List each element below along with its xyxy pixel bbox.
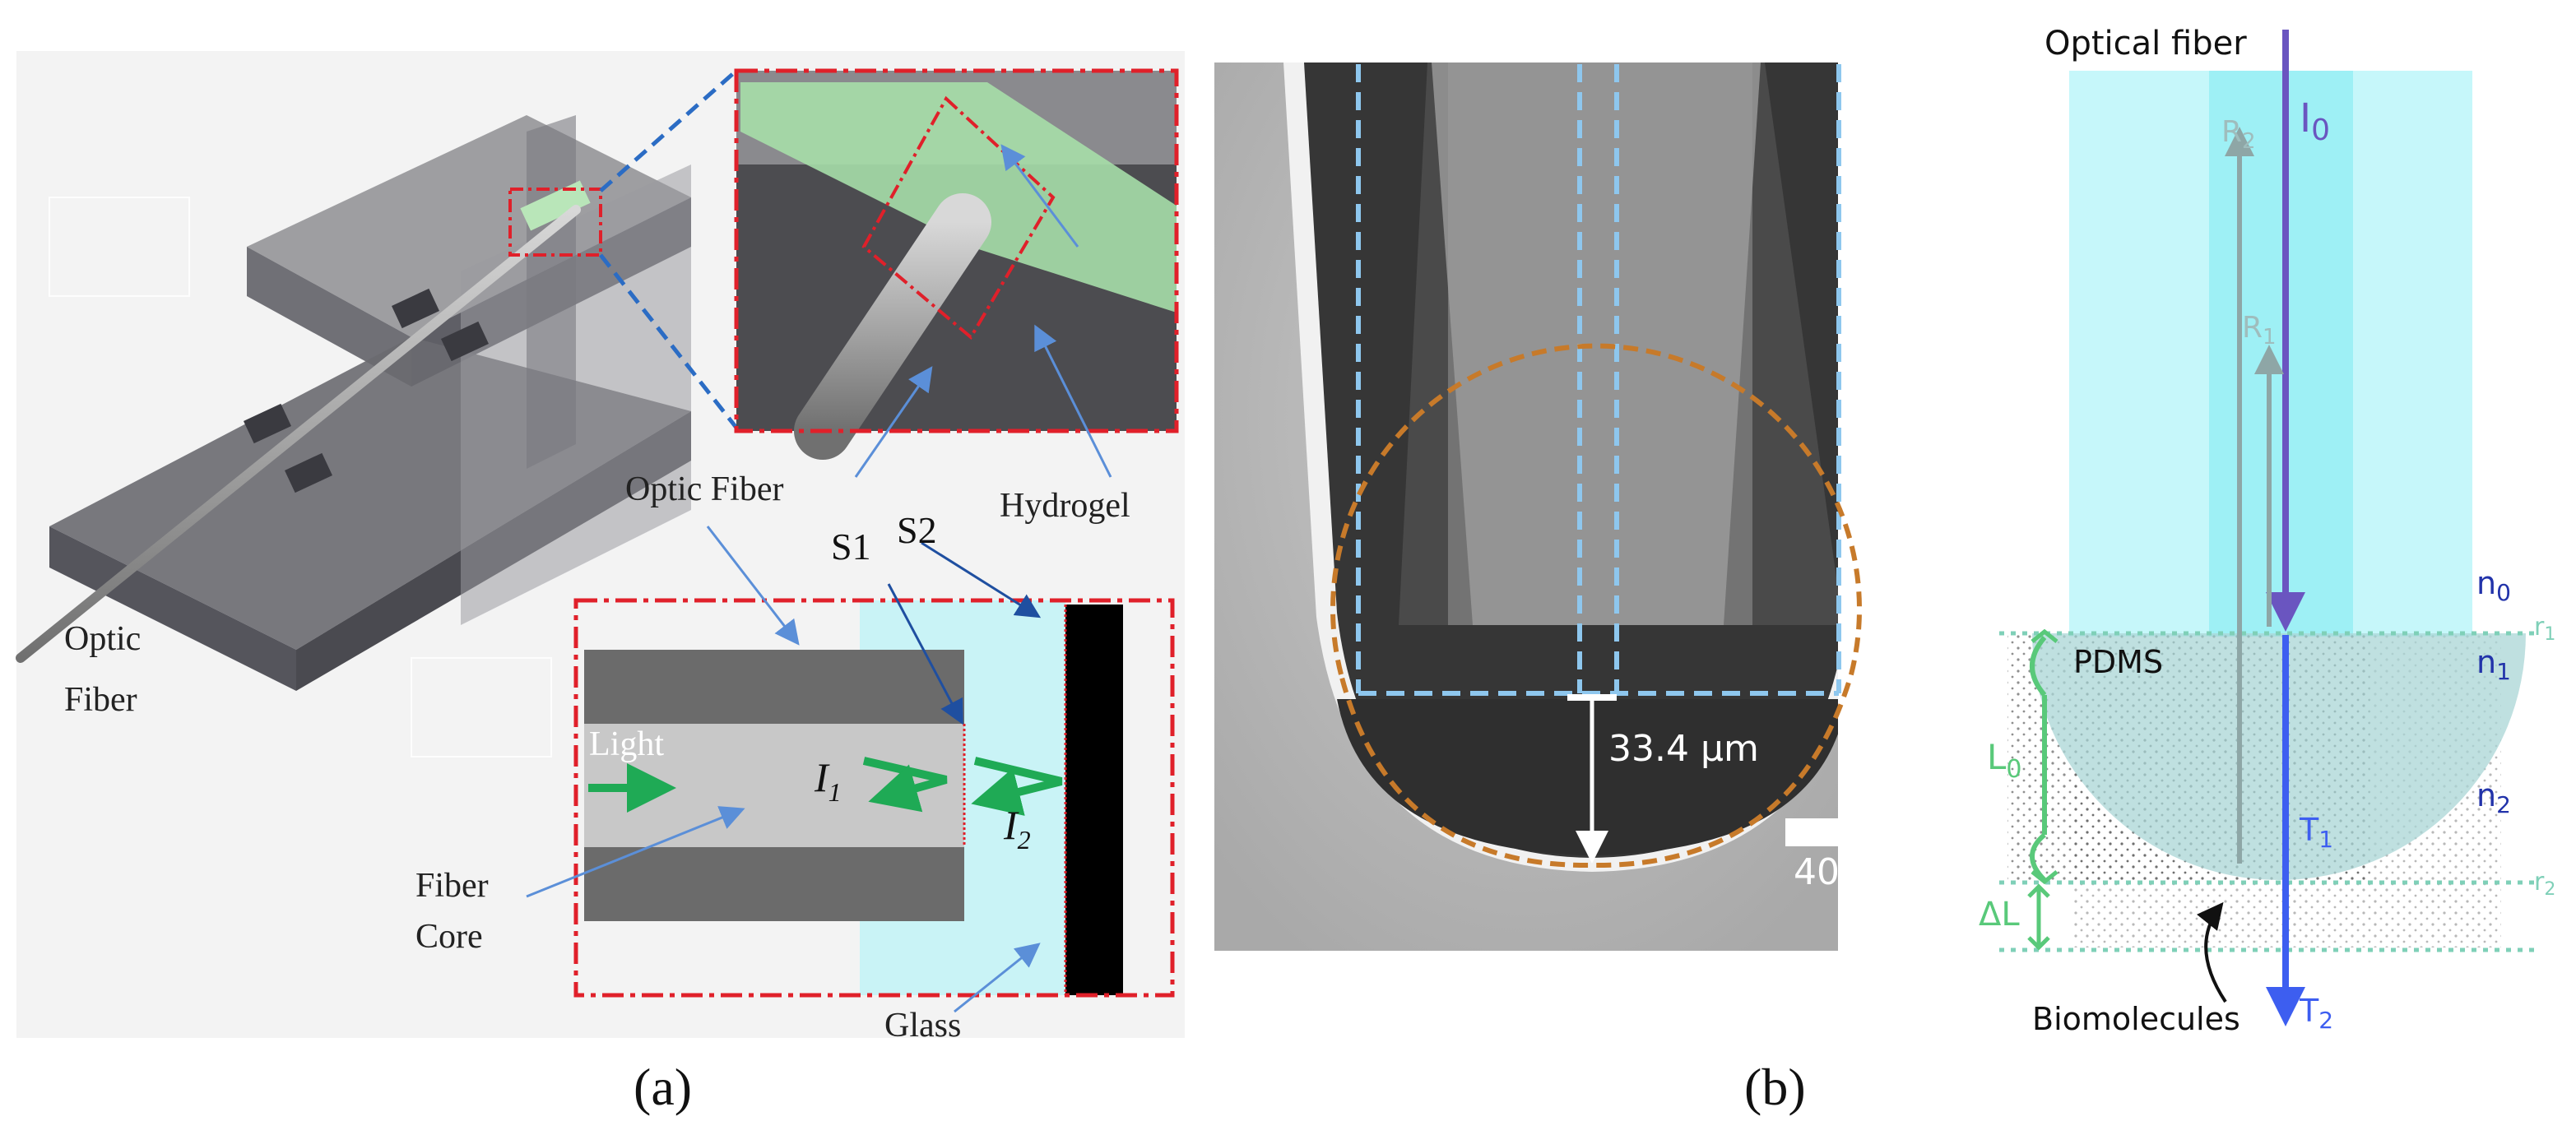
hydrogel-label: Hydrogel	[1000, 487, 1130, 525]
r2-interface-label: r2	[2534, 868, 2555, 900]
i0-label: I0	[2300, 95, 2330, 147]
pdms-dome	[2032, 633, 2526, 880]
fitted-circle	[1330, 343, 1862, 869]
glass-label: Glass	[884, 1007, 961, 1045]
light-beam-inner	[2209, 71, 2353, 637]
scale-bar-label: 40 µm	[1794, 851, 1910, 893]
zoom-inset	[734, 68, 1179, 460]
device-3d	[16, 115, 691, 757]
panel-a-caption: (a)	[634, 1058, 693, 1116]
schematic-inset	[573, 598, 1175, 998]
i1-label: I1	[814, 754, 842, 807]
n2-label: n2	[2476, 777, 2511, 818]
fiber-zoom	[794, 193, 991, 460]
i2-arrow	[971, 757, 1063, 816]
optical-fiber-label: Optical fiber	[2045, 25, 2247, 63]
biomolecules-pointer	[2197, 901, 2227, 1003]
s1-label: S1	[831, 526, 871, 568]
panel-c: Optical fiber I0 R2 R1 n0 r1 PDMS n1 L0 …	[1979, 25, 2555, 1037]
pdms-label: PDMS	[2073, 644, 2163, 680]
i2-label: I2	[1003, 802, 1031, 855]
delta-l-label: ΔL	[1979, 896, 2020, 933]
r1-interface-label: r1	[2534, 613, 2555, 645]
t2-label: T2	[2299, 993, 2333, 1034]
svg-text:Optic Fiber: Optic Fiber	[64, 620, 150, 719]
l0-label: L0	[1987, 737, 2022, 784]
r1-label: R1	[2242, 311, 2277, 350]
t1-label: T1	[2299, 812, 2333, 853]
r2-label: R2	[2221, 115, 2256, 154]
panel-b-caption: (b)	[1744, 1058, 1806, 1116]
i1-arrow	[862, 757, 948, 813]
fiber-core-label-1: Fiber	[415, 867, 489, 905]
s2-label: S2	[897, 509, 937, 551]
optic-fiber-label-left-2: Fiber	[64, 681, 137, 719]
biomolecules-label: Biomolecules	[2032, 1001, 2240, 1037]
fiber-core-label-2: Core	[415, 918, 483, 956]
l0-bracket	[2030, 636, 2047, 883]
fiber-dashed-box	[1356, 64, 1841, 696]
optic-fiber-label: Optic Fiber	[625, 470, 783, 508]
panel-a: Optic Fiber Optic Fiber Hydrogel S1 S2 L…	[16, 51, 1185, 1045]
measurement-label: 33.4 µm	[1608, 728, 1759, 770]
n1-label: n1	[2476, 644, 2511, 685]
optic-fiber-label-left-1: Optic	[64, 620, 141, 658]
panel-b: 33.4 µm 40 µm	[1214, 63, 1950, 951]
glass-slab	[1065, 605, 1123, 995]
scale-bar	[1785, 818, 1950, 846]
delta-l-bracket	[2027, 883, 2050, 951]
svg-text:Fiber Core: Fiber Core	[415, 867, 497, 956]
light-label: Light	[589, 725, 664, 763]
optic-fiber-3d	[16, 205, 581, 663]
n0-label: n0	[2476, 565, 2511, 606]
